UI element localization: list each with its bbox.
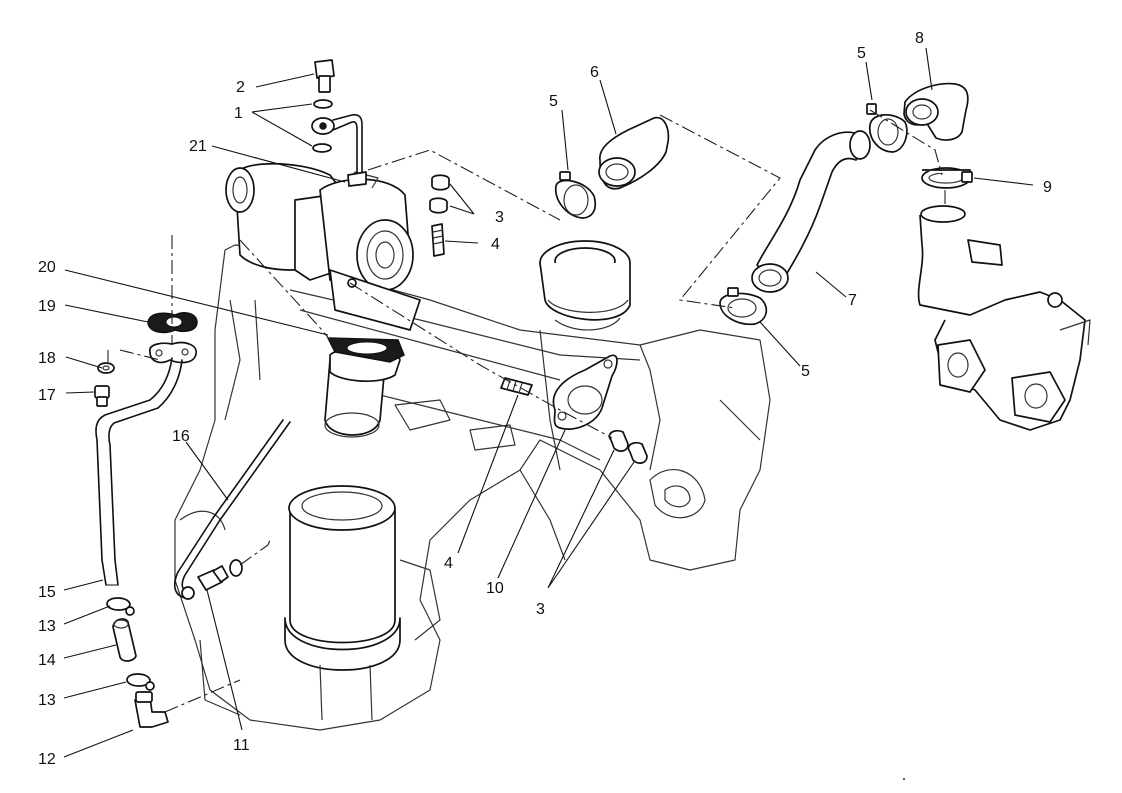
washer-18 [97,362,115,374]
intake-manifold [917,205,1091,431]
hose-clamp-5-right-upper [866,103,908,153]
callout-3-lower: 3 [536,601,545,618]
callout-16: 16 [172,428,190,445]
stud-4-upper [431,223,445,257]
callout-4-lower: 4 [444,555,453,572]
stud-4-lower [500,377,533,396]
banjo-fitting [311,114,367,187]
hose-14 [112,618,137,662]
elbow-hose-8 [903,82,969,141]
banjo-bolt-2 [314,59,335,93]
callout-20: 20 [38,259,56,276]
callout-12: 12 [38,751,56,768]
gasket-20 [326,337,405,363]
callout-7: 7 [848,292,857,309]
hose-7 [751,130,871,293]
engine-block-outline [174,244,771,731]
callout-19: 19 [38,298,56,315]
callout-2: 2 [236,79,245,96]
callout-9: 9 [1043,179,1052,196]
nuts-3-lower [608,429,648,464]
callout-5-upper-right: 5 [857,45,866,62]
callout-15: 15 [38,584,56,601]
callout-17: 17 [38,387,56,404]
nuts-3-upper [429,174,450,214]
callout-18: 18 [38,350,56,367]
hose-6 [598,116,670,190]
elbow-fitting-12 [134,691,169,728]
callout-14: 14 [38,652,56,669]
callout-10: 10 [486,580,504,597]
sealing-washers-1 [312,99,333,153]
flange-gasket-10 [552,354,618,430]
callout-13-upper: 13 [38,618,56,635]
callout-labels: 1 2 3 3 4 4 5 5 5 6 7 8 9 10 11 12 13 13… [38,30,1052,768]
leader-lines [63,47,1034,758]
callout-1: 1 [234,105,243,122]
oil-return-pipe-15 [95,357,183,586]
bolt-17 [94,385,110,407]
air-intake-housing [539,240,631,331]
hose-clamp-9 [921,167,973,189]
hose-clamp-5-left [555,171,597,219]
hose-clamp-13-lower [126,673,155,691]
oil-filter [284,485,401,721]
alignment-lines [171,109,946,439]
callout-5-left: 5 [549,93,558,110]
callout-6: 6 [590,64,599,81]
oil-return-flange [149,341,197,364]
callout-8: 8 [915,30,924,47]
oil-feed-pipe-16 [173,419,291,600]
callout-3-upper: 3 [495,209,504,226]
callout-21: 21 [189,138,207,155]
callout-5-lower-right: 5 [801,363,810,380]
fitting-11 [197,559,243,591]
hose-clamp-13-upper [106,597,135,616]
callout-11: 11 [233,737,250,754]
speck [903,778,905,780]
callout-4-upper: 4 [491,236,500,253]
callout-13-lower: 13 [38,692,56,709]
hose-clamp-5-right-lower [719,287,768,326]
